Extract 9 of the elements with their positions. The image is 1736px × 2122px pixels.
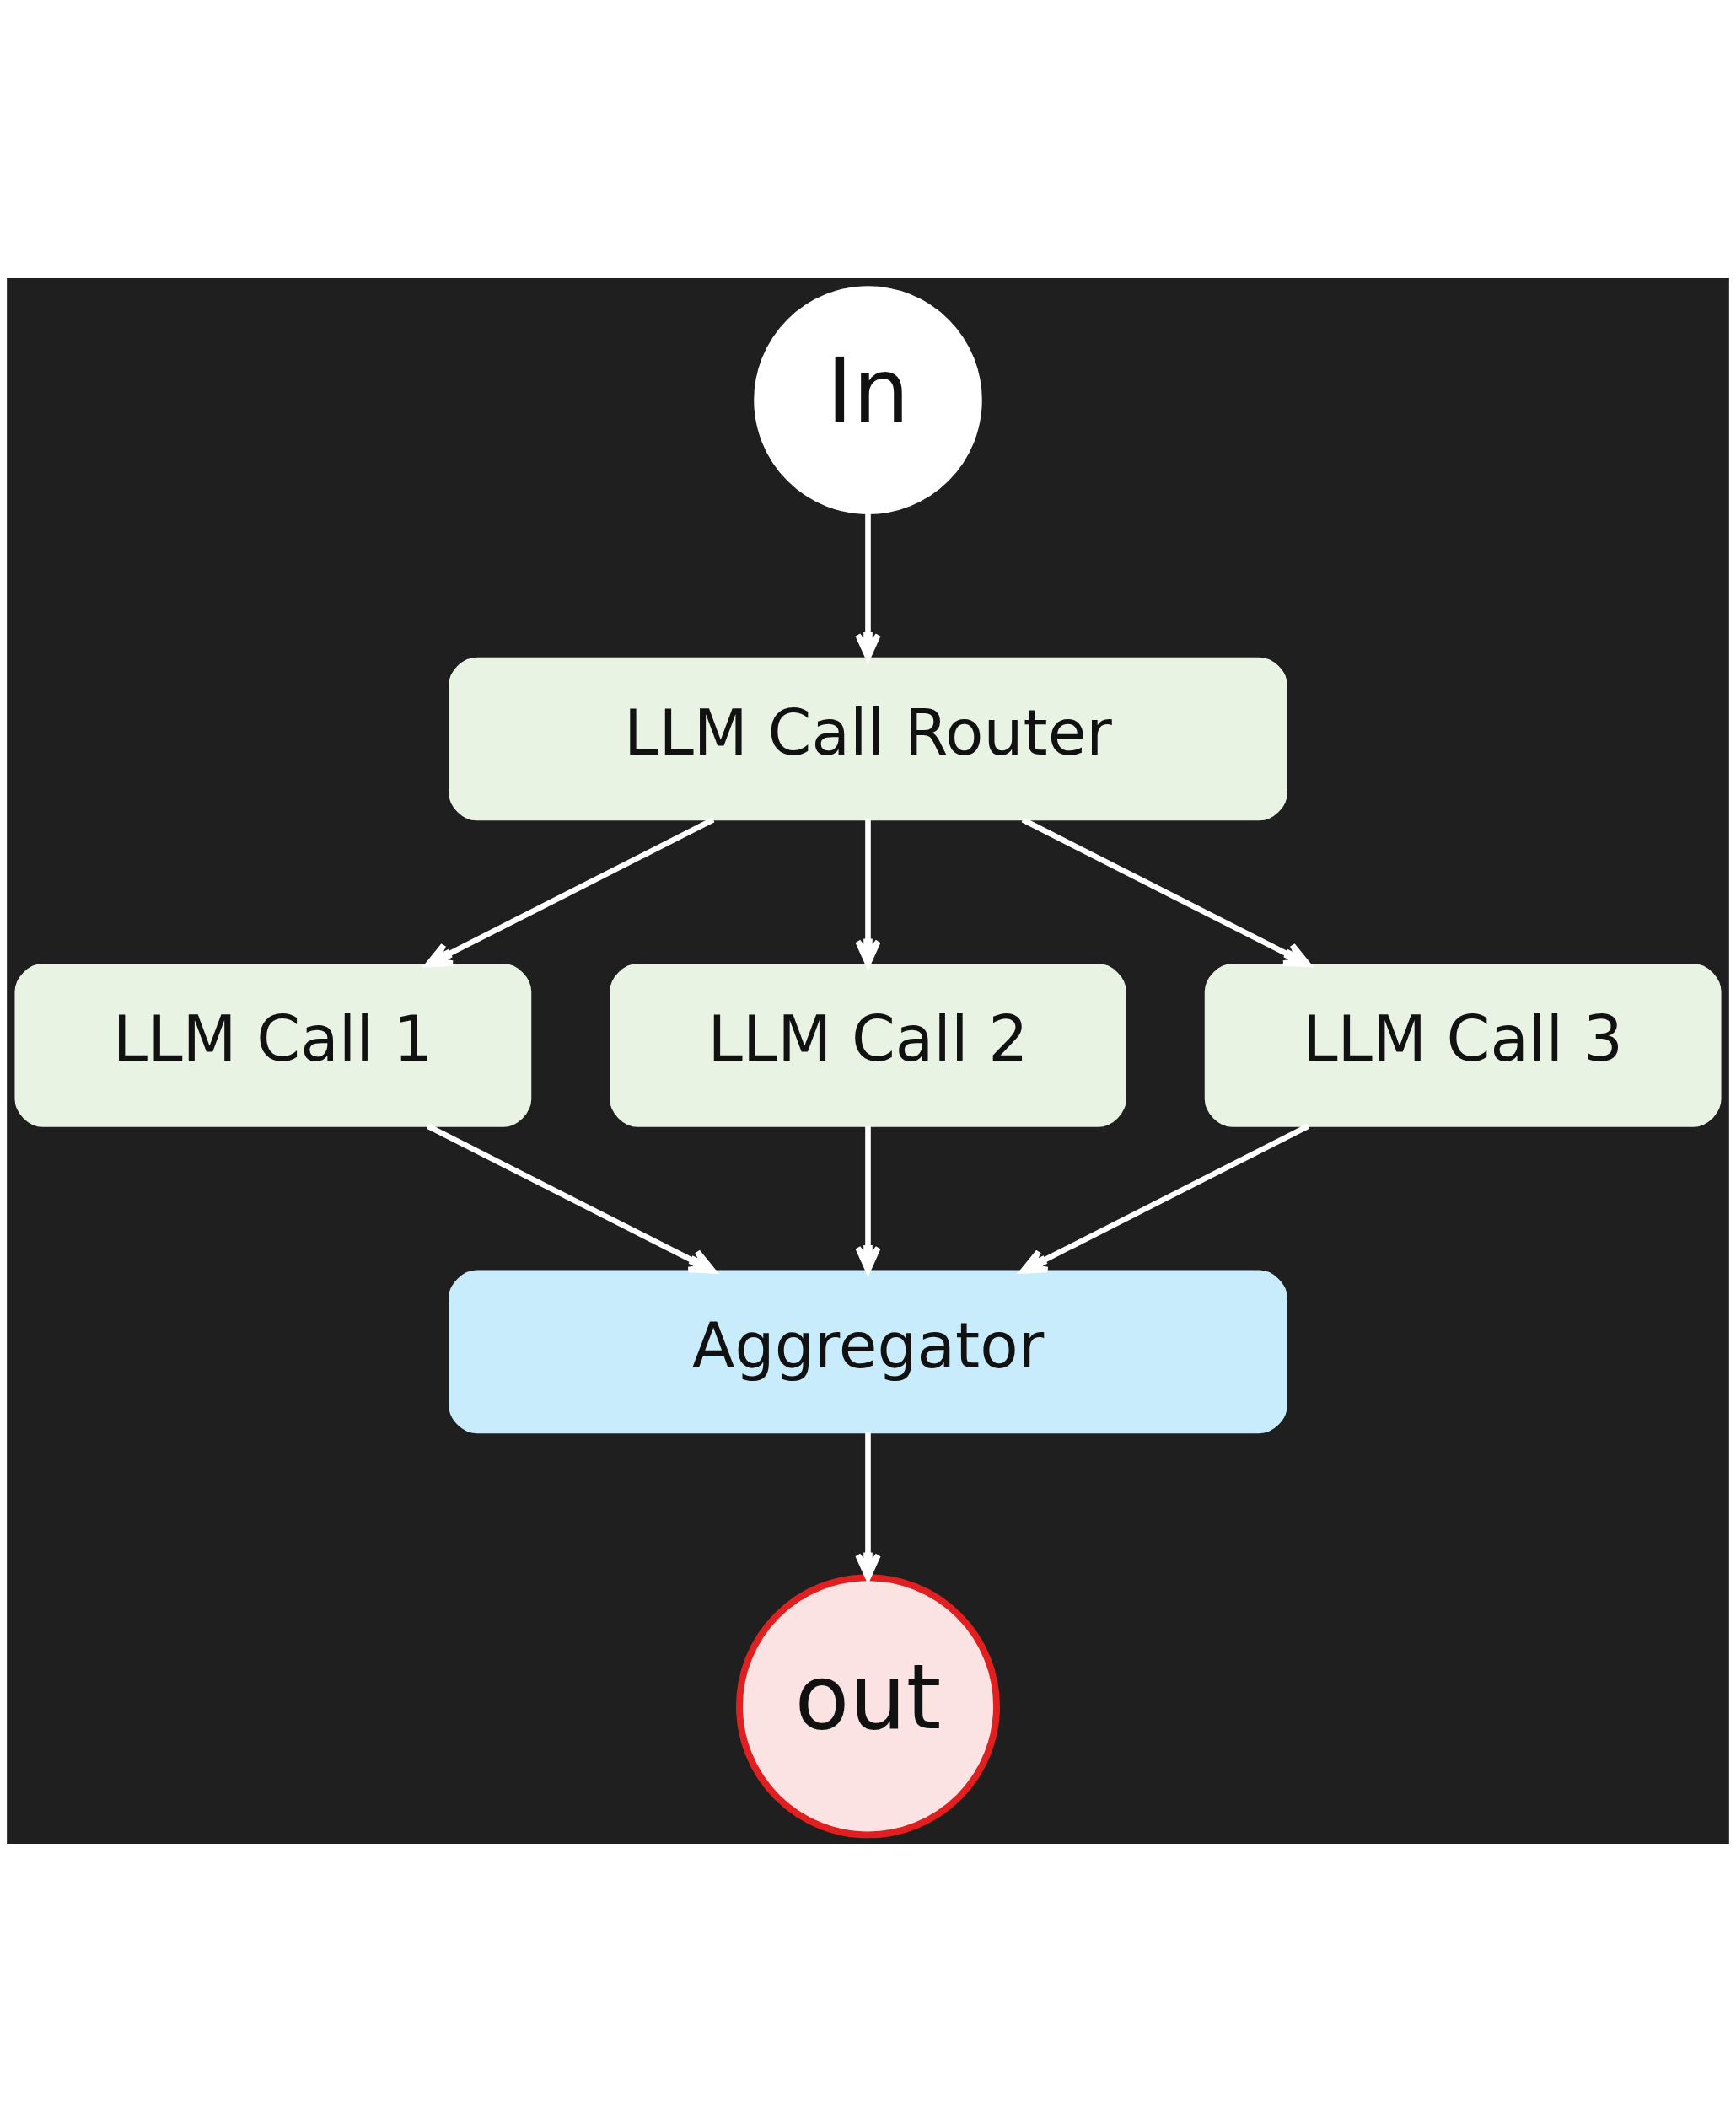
node-box: Aggregator	[449, 1270, 1287, 1434]
arrow	[1021, 817, 1311, 968]
node-box: LLM Call 3	[1204, 964, 1722, 1127]
node-box: LLM Call 2	[610, 964, 1126, 1127]
node-box: LLM Call 1	[14, 964, 532, 1127]
node-circle: out	[736, 1574, 1000, 1839]
node-box: LLM Call Router	[449, 657, 1287, 821]
node-circle: In	[754, 286, 982, 514]
arrow	[425, 817, 715, 968]
